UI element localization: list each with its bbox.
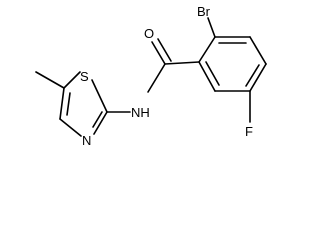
bond-c-o-1 [151,41,166,65]
atom-f: F [245,124,253,139]
atom-n-ring: N [82,133,91,148]
bond-ring-6-inner [205,61,220,86]
bond-ring-3 [249,36,267,65]
bond-carbonyl-nh [147,63,166,93]
bond-c-o-2 [157,38,172,62]
bond-thz-n-c2-inner [92,111,103,128]
bond-thz-s-c5 [63,71,81,89]
bond-thz-c5-c4-inner [66,92,71,116]
bond-ring-4-inner [245,64,260,87]
atom-o: O [144,26,154,41]
bond-thz-n-c2 [93,111,108,135]
bond-thz-c5-c4 [59,87,65,120]
structure-canvas: Br O F S N NH [35,4,267,148]
bond-methyl [35,71,65,89]
bond-ring-4 [249,63,267,92]
atom-s: S [80,69,89,84]
molecule-structure: Br O F S N NH [35,4,267,148]
atom-br: Br [197,4,211,19]
bond-ring-1 [198,36,216,63]
bond-thz-c4-n [59,118,82,137]
bond-ring-6 [198,61,216,92]
bond-c-br [207,17,216,38]
atom-nh: NH [131,105,150,120]
bond-thz-c2-s [91,79,108,113]
bond-ring-carbonyl [164,61,200,65]
